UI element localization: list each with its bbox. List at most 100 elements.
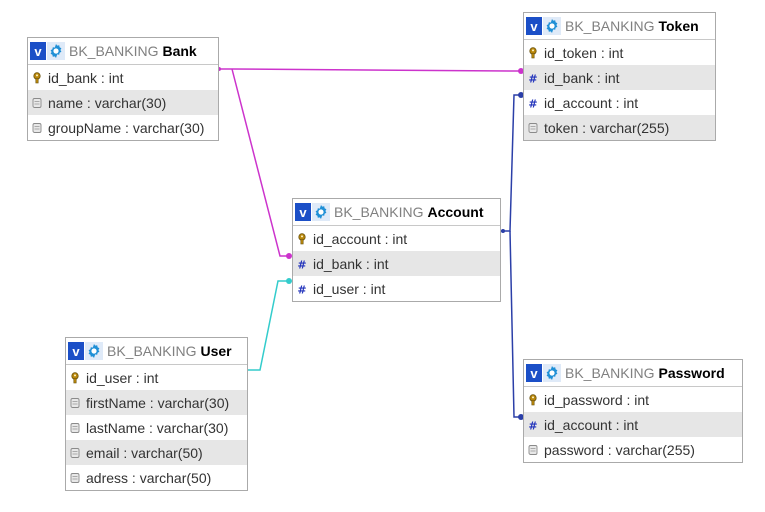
database-name: BK_BANKING: [69, 43, 159, 59]
table-header[interactable]: v BK_BANKING User: [66, 338, 247, 365]
database-name: BK_BANKING: [565, 18, 655, 34]
foreign-key-icon: #: [297, 283, 307, 295]
table-name: Account: [427, 204, 484, 220]
table-header[interactable]: v BK_BANKING Bank: [28, 38, 218, 65]
column-icon: [70, 472, 80, 484]
gear-icon[interactable]: [543, 364, 561, 382]
field-row[interactable]: id_token : int: [524, 40, 715, 65]
field-row[interactable]: adress : varchar(50): [66, 465, 247, 490]
table-name: User: [200, 343, 232, 359]
field-list: id_bank : int name : varchar(30) groupName…: [28, 65, 218, 140]
link-account-token-start-dot: [501, 229, 505, 233]
foreign-key-icon: #: [528, 97, 538, 109]
column-icon: [528, 122, 538, 134]
table-header[interactable]: v BK_BANKING Password: [524, 360, 742, 387]
field-row[interactable]: id_password : int: [524, 387, 742, 412]
field-row[interactable]: groupName : varchar(30): [28, 115, 218, 140]
foreign-key-icon: #: [528, 72, 538, 84]
v-badge-icon[interactable]: v: [68, 342, 84, 360]
column-icon: [70, 397, 80, 409]
column-icon: [70, 447, 80, 459]
field-row[interactable]: # id_account : int: [524, 412, 742, 437]
gear-icon[interactable]: [312, 203, 330, 221]
primary-key-icon: [297, 232, 307, 245]
v-badge-icon[interactable]: v: [526, 17, 542, 35]
field-label: name : varchar(30): [48, 94, 167, 111]
column-icon: [70, 422, 80, 434]
field-row[interactable]: id_account : int: [293, 226, 500, 251]
link-bank-account-end-dot: [286, 253, 292, 259]
field-label: id_password : int: [544, 391, 650, 408]
table-account[interactable]: v BK_BANKING Account id_account : int # id…: [292, 198, 501, 302]
link-account-token: [500, 94, 523, 232]
primary-key-icon: [32, 71, 42, 84]
svg-text:#: #: [297, 258, 306, 270]
database-name: BK_BANKING: [565, 365, 655, 381]
field-label: id_bank : int: [48, 69, 124, 86]
table-password[interactable]: v BK_BANKING Password id_password : int #…: [523, 359, 743, 463]
field-list: id_account : int # id_bank : int # id_user :…: [293, 226, 500, 301]
link-account-password-end-dot: [518, 414, 524, 420]
table-header[interactable]: v BK_BANKING Token: [524, 13, 715, 40]
field-label: id_account : int: [544, 94, 639, 111]
table-name: Token: [658, 18, 699, 34]
primary-key-icon: [528, 393, 538, 406]
svg-text:#: #: [528, 97, 537, 109]
field-row[interactable]: firstName : varchar(30): [66, 390, 247, 415]
gear-icon[interactable]: [85, 342, 103, 360]
column-icon: [528, 444, 538, 456]
gear-icon[interactable]: [47, 42, 65, 60]
field-row[interactable]: # id_account : int: [524, 90, 715, 115]
link-bank-account: [231, 68, 290, 257]
field-label: id_account : int: [313, 230, 408, 247]
field-label: lastName : varchar(30): [86, 419, 229, 436]
primary-key-icon: [70, 371, 80, 384]
field-label: id_bank : int: [544, 69, 620, 86]
field-label: adress : varchar(50): [86, 469, 212, 486]
v-badge-icon[interactable]: v: [295, 203, 311, 221]
field-label: groupName : varchar(30): [48, 119, 205, 136]
link-bank-token: [219, 68, 523, 72]
field-row[interactable]: # id_bank : int: [524, 65, 715, 90]
column-icon: [32, 97, 42, 109]
link-account-password: [509, 230, 523, 418]
table-user[interactable]: v BK_BANKING User id_user : int firstName…: [65, 337, 248, 491]
field-list: id_password : int # id_account : int passwo…: [524, 387, 742, 462]
field-row[interactable]: id_user : int: [66, 365, 247, 390]
field-row[interactable]: email : varchar(50): [66, 440, 247, 465]
field-label: id_bank : int: [313, 255, 389, 272]
field-label: id_account : int: [544, 416, 639, 433]
field-list: id_user : int firstName : varchar(30) last…: [66, 365, 247, 490]
link-user-account-end-dot: [286, 278, 292, 284]
table-token[interactable]: v BK_BANKING Token id_token : int # id_ban…: [523, 12, 716, 141]
foreign-key-icon: #: [297, 258, 307, 270]
svg-text:#: #: [528, 72, 537, 84]
field-row[interactable]: lastName : varchar(30): [66, 415, 247, 440]
link-account-token-end-dot: [518, 92, 524, 98]
table-header[interactable]: v BK_BANKING Account: [293, 199, 500, 226]
field-label: token : varchar(255): [544, 119, 670, 136]
primary-key-icon: [528, 46, 538, 59]
column-icon: [32, 122, 42, 134]
field-row[interactable]: token : varchar(255): [524, 115, 715, 140]
table-name: Bank: [162, 43, 197, 59]
field-label: id_user : int: [313, 280, 386, 297]
field-row[interactable]: password : varchar(255): [524, 437, 742, 462]
field-row[interactable]: # id_bank : int: [293, 251, 500, 276]
v-badge-icon[interactable]: v: [526, 364, 542, 382]
link-bank-token-end-dot: [518, 68, 524, 74]
field-label: id_token : int: [544, 44, 624, 61]
database-name: BK_BANKING: [107, 343, 197, 359]
field-label: email : varchar(50): [86, 444, 203, 461]
field-row[interactable]: # id_user : int: [293, 276, 500, 301]
field-label: firstName : varchar(30): [86, 394, 230, 411]
database-name: BK_BANKING: [334, 204, 424, 220]
foreign-key-icon: #: [528, 419, 538, 431]
field-row[interactable]: id_bank : int: [28, 65, 218, 90]
table-bank[interactable]: v BK_BANKING Bank id_bank : int name : va…: [27, 37, 219, 141]
svg-text:#: #: [528, 419, 537, 431]
field-row[interactable]: name : varchar(30): [28, 90, 218, 115]
v-badge-icon[interactable]: v: [30, 42, 46, 60]
gear-icon[interactable]: [543, 17, 561, 35]
